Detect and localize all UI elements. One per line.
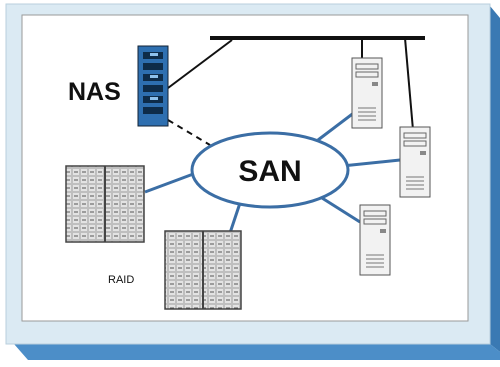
san-label: SAN: [238, 155, 301, 188]
frame-shadow-bottom: [14, 344, 500, 360]
lan-drop-server-2: [404, 37, 414, 131]
raid-label: RAID: [108, 274, 134, 286]
nas-device: [137, 45, 169, 127]
san-link-server-3: [321, 196, 361, 224]
san-link-server-1: [317, 110, 356, 142]
server-2: [399, 126, 431, 198]
server-3: [359, 204, 391, 276]
storage-array-2: [164, 230, 242, 310]
nas-label: NAS: [68, 78, 121, 106]
san-link-raid-1: [144, 171, 197, 194]
storage-array-1: [65, 165, 145, 243]
san-cloud: [190, 131, 350, 209]
san-links: [144, 110, 401, 234]
server-1: [351, 57, 383, 129]
nas-san-dashed-link: [167, 119, 211, 146]
san-link-raid-2: [228, 202, 242, 234]
san-link-server-2: [341, 158, 401, 168]
frame-shadow-side: [490, 6, 500, 352]
lan-nas-link: [167, 39, 233, 89]
